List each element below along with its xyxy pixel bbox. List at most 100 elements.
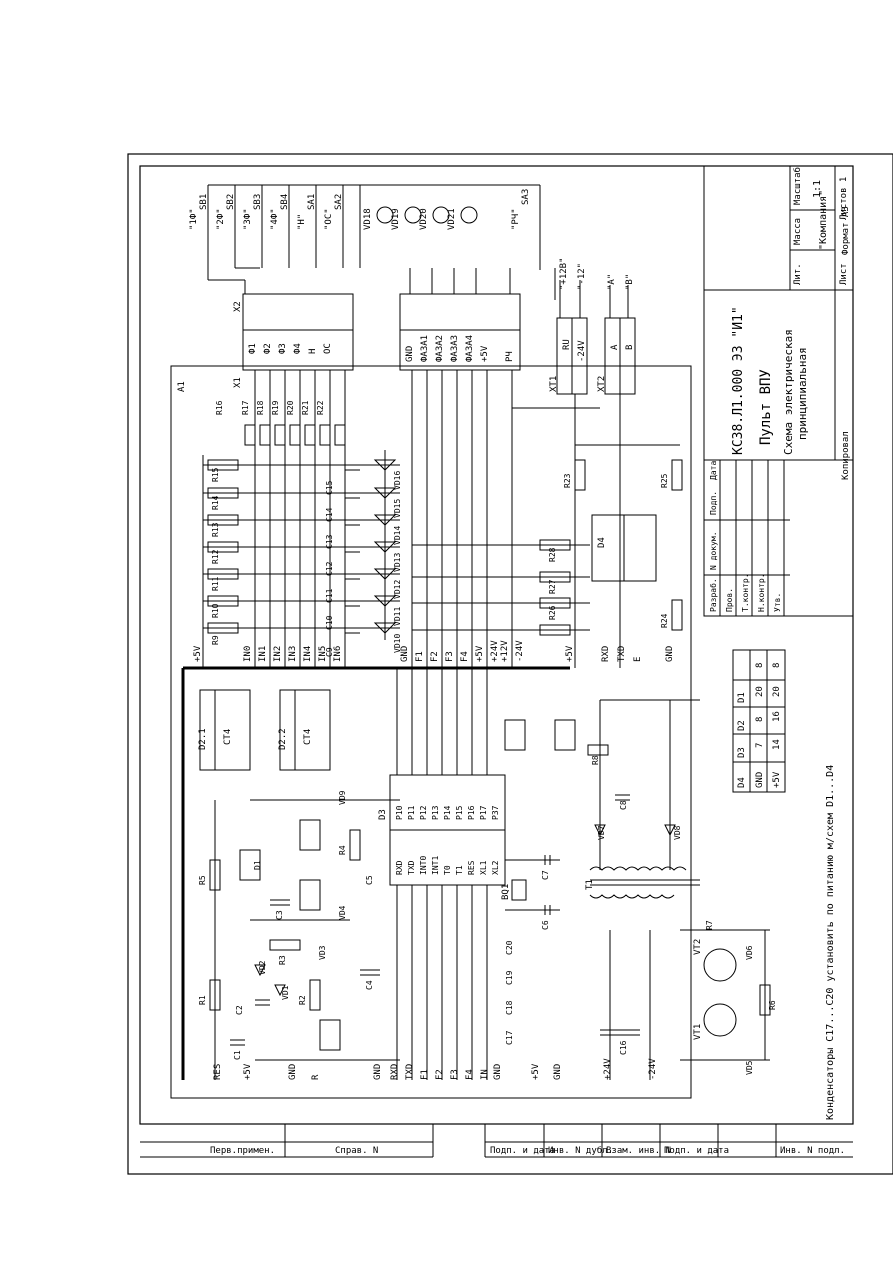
bus-label: RXD — [390, 1064, 400, 1080]
pin-label: ФАЗА2 — [435, 335, 445, 362]
cap-label: C11 — [325, 588, 334, 603]
resistor-label: R4 — [338, 845, 347, 855]
resistor-label: R25 — [660, 473, 669, 488]
margin-label: Инв. N дубл. — [548, 1145, 613, 1156]
resistor-label: R22 — [316, 400, 325, 415]
cap-label: C4 — [365, 980, 374, 990]
transformer-t1 — [589, 866, 700, 899]
pin-label: ФАЗА3 — [450, 335, 460, 362]
table-cell: 20 — [755, 686, 765, 697]
product-name: Пульт ВПУ — [758, 369, 774, 445]
table-cell: 8 — [755, 663, 765, 668]
resistor-label: R3 — [278, 955, 287, 965]
bus-label: IN0 — [243, 646, 253, 662]
crystal-label: BQ1 — [501, 884, 511, 900]
terminal-blocks — [556, 280, 636, 395]
transistor-icon — [703, 1003, 737, 1037]
diode-label: VD16 — [393, 471, 402, 490]
scale-value: 1:1 — [812, 180, 823, 198]
bus-label: IN4 — [303, 646, 313, 662]
d3-leads — [396, 668, 488, 1080]
pin-label: XL2 — [491, 860, 500, 875]
bus-label: RXD — [601, 646, 611, 662]
pin-label: P37 — [491, 805, 500, 820]
chip-label: D3 — [378, 809, 388, 820]
transformer-label: T1 — [585, 879, 595, 890]
table-cell: 8 — [755, 717, 765, 722]
bus-label: -24V — [648, 1058, 658, 1080]
margin-label: Подп. и дата — [490, 1146, 555, 1156]
diode-label: VD3 — [318, 945, 327, 960]
transistor-label: VT1 — [693, 1024, 703, 1040]
terminal-caption: "-12" — [577, 263, 587, 290]
led-label: VD19 — [391, 208, 401, 230]
counter-labels: D2.1 D2.2 CT4 CT4 — [198, 728, 313, 750]
diode-label: VD15 — [393, 499, 402, 518]
bus-label: +5V — [193, 645, 203, 662]
cap-label: C2 — [235, 1005, 244, 1015]
resistor-label: R14 — [211, 495, 220, 510]
table-cell: 16 — [772, 711, 782, 722]
chip-function: CT4 — [303, 729, 313, 745]
resistor-label: R28 — [548, 547, 557, 562]
power-rail — [587, 699, 700, 1080]
bus-label: F4 — [460, 651, 470, 662]
cap-label: C16 — [619, 1040, 628, 1055]
pin-label: Ф2 — [263, 343, 273, 354]
diode-label: VD6 — [745, 945, 754, 960]
bus-label: +5V — [531, 1063, 541, 1080]
cap-label: C3 — [275, 910, 284, 920]
diode-label: VD9 — [338, 790, 347, 805]
logic-gates — [239, 719, 576, 1051]
mass-label: Масса — [793, 218, 803, 245]
scale-label: Масштаб — [792, 167, 803, 205]
resistor-label: R8 — [591, 755, 600, 765]
cap-label: C20 — [505, 940, 514, 955]
chip-d4 — [591, 514, 657, 582]
cap-label: C13 — [325, 534, 334, 549]
bus-label: +5V — [565, 645, 575, 662]
bus-label: F1 — [420, 1069, 430, 1080]
margin-label: Перв.примен. — [210, 1146, 275, 1156]
transistor-label: VT2 — [693, 939, 703, 955]
title-block-text: КС38.Л1.000 Э3 "И1" Пульт ВПУ Схема элек… — [708, 167, 851, 612]
bus-label: F3 — [450, 1069, 460, 1080]
sheet-label: Лист — [839, 263, 849, 285]
terminal-label: XT1 — [549, 376, 559, 392]
resistor-label: R11 — [211, 576, 220, 591]
pin-label: INT0 — [419, 856, 428, 875]
bus-label: GND — [400, 646, 410, 662]
component-labels: R16 R17 R18 R19 R20 R21 R22 R15 R14 R13 … — [198, 400, 777, 1075]
pin-label: P13 — [431, 805, 440, 820]
resistor-label: R16 — [215, 400, 224, 415]
bus-label: GND — [493, 1064, 503, 1080]
pin-label: XL1 — [479, 860, 488, 875]
switch-label: SA3 — [521, 189, 531, 205]
switch-caption: "2Ф" — [216, 208, 226, 230]
reset-section — [209, 799, 400, 1080]
diode-label: VD10 — [393, 634, 402, 653]
led-label: VD21 — [447, 208, 457, 230]
diode-column — [345, 450, 397, 640]
bus-label: +24V — [490, 640, 500, 662]
title-row: Разраб. — [708, 578, 718, 612]
sheet-frame — [127, 153, 893, 1175]
terminal-caption: "B" — [625, 274, 635, 290]
signal-lines — [202, 370, 621, 668]
bus-label: +5V — [475, 645, 485, 662]
pin-label: P11 — [407, 805, 416, 820]
led-label: VD18 — [363, 208, 373, 230]
led-icons — [376, 206, 478, 224]
resistor-label: R20 — [286, 400, 295, 415]
resistor-label: R17 — [241, 400, 250, 415]
pin-label: ФАЗА1 — [420, 335, 430, 362]
pin-label: P12 — [419, 805, 428, 820]
bus-labels-left: RES +5V GND R GND RXD TXD F1 F2 F3 F4 IN… — [213, 1058, 658, 1080]
pin-label: P10 — [395, 805, 404, 820]
switch-label: SB2 — [226, 194, 236, 210]
resistor-label: R18 — [256, 400, 265, 415]
bus-label: +5V — [243, 1063, 253, 1080]
bus-label: GND — [288, 1064, 298, 1080]
table-cell: D3 — [737, 747, 747, 758]
